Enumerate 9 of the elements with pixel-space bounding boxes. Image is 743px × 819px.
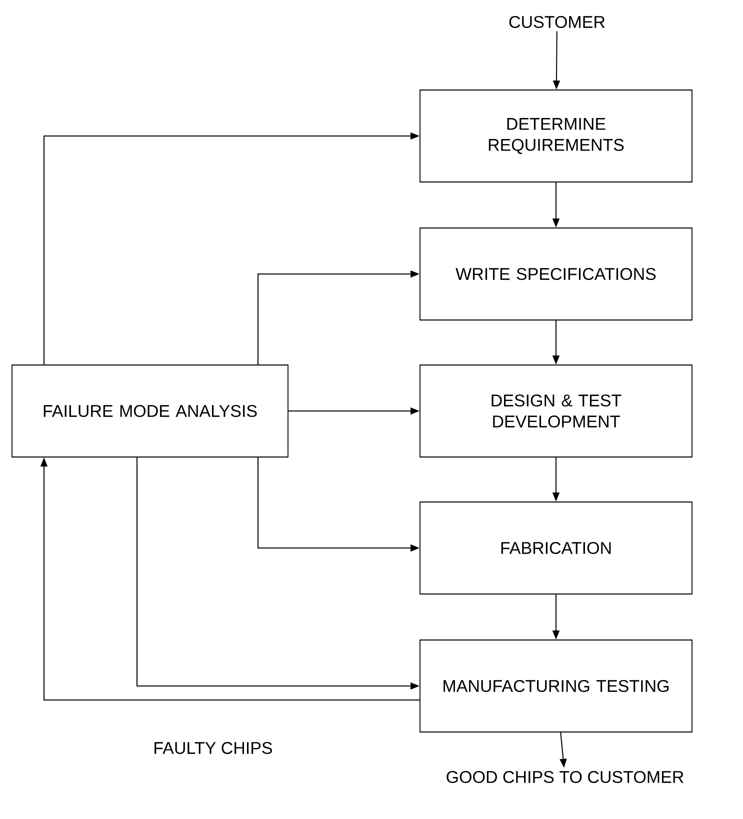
process-box: MANUFACTURING TESTING xyxy=(420,640,692,732)
process-box: FAILURE MODE ANALYSIS xyxy=(12,364,288,458)
process-box: DETERMINE REQUIREMENTS xyxy=(420,90,692,182)
process-box: FABRICATION xyxy=(420,502,692,594)
text-label: CUSTOMER xyxy=(509,16,605,28)
process-box: WRITE SPECIFICATIONS xyxy=(420,228,692,320)
edge-label: FAULTY CHIPS xyxy=(154,742,272,754)
process-box: DESIGN & TEST DEVELOPMENT xyxy=(420,364,692,458)
text-label: GOOD CHIPS TO CUSTOMER xyxy=(446,770,684,784)
